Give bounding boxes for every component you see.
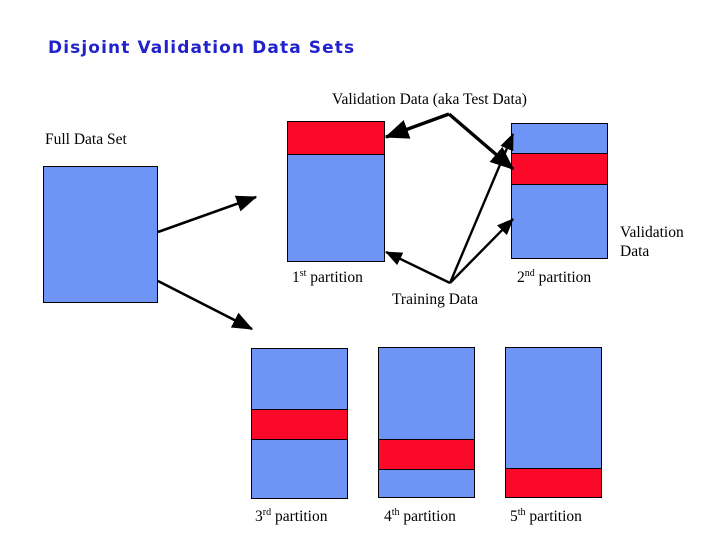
- partition-1-number: 1: [292, 269, 300, 286]
- label-partition-3: 3rd partition: [255, 507, 328, 526]
- label-training-data: Training Data: [392, 291, 478, 308]
- training-leader-partition2-top: [448, 133, 515, 284]
- label-validation-data-line2: Data: [620, 243, 650, 260]
- partition-4-word: partition: [399, 508, 456, 525]
- partition-1-ordinal: st: [299, 267, 307, 279]
- page-title: Disjoint Validation Data Sets: [48, 38, 356, 58]
- training-leader-partition1: [385, 250, 451, 285]
- partition-4: [378, 347, 475, 498]
- partition-1-validation-band: [288, 122, 384, 155]
- full-data-set: [43, 166, 158, 303]
- training-leader-partition2-bottom: [449, 218, 514, 284]
- partition-4-validation-band: [379, 439, 474, 470]
- validation-leader-partition1: [384, 112, 450, 139]
- partition-2-ordinal: nd: [524, 267, 535, 279]
- label-partition-1: 1st partition: [292, 268, 363, 287]
- partition-3: [251, 348, 348, 499]
- partition-2-word: partition: [534, 269, 592, 286]
- partition-5-number: 5: [510, 508, 518, 525]
- label-full-data-set: Full Data Set: [45, 131, 127, 148]
- partition-4-number: 4: [384, 508, 392, 525]
- validation-leader-partition2: [447, 112, 515, 171]
- partition-5-validation-band: [506, 468, 601, 497]
- partition-2-number: 2: [517, 269, 525, 286]
- label-validation-data-line1: Validation: [620, 224, 684, 241]
- partition-2-validation-band: [512, 153, 607, 185]
- label-validation-data-right: Validation Data: [620, 223, 684, 261]
- arrow-full-to-partition1: [157, 195, 258, 234]
- partition-5: [505, 347, 602, 498]
- label-validation-data-aka-test-data: Validation Data (aka Test Data): [332, 91, 527, 108]
- label-partition-5: 5th partition: [510, 507, 582, 526]
- partition-3-word: partition: [271, 508, 328, 525]
- partition-5-ordinal: th: [517, 506, 526, 518]
- partition-1: [287, 121, 385, 262]
- label-partition-4: 4th partition: [384, 507, 456, 526]
- partition-4-ordinal: th: [391, 506, 400, 518]
- partition-2: [511, 123, 608, 259]
- partition-3-number: 3: [255, 508, 263, 525]
- partition-5-word: partition: [525, 508, 582, 525]
- partition-3-validation-band: [252, 409, 347, 440]
- label-partition-2: 2nd partition: [517, 268, 591, 287]
- partition-1-word: partition: [306, 269, 363, 286]
- partition-3-ordinal: rd: [262, 506, 272, 518]
- arrow-full-to-partition3: [157, 279, 254, 331]
